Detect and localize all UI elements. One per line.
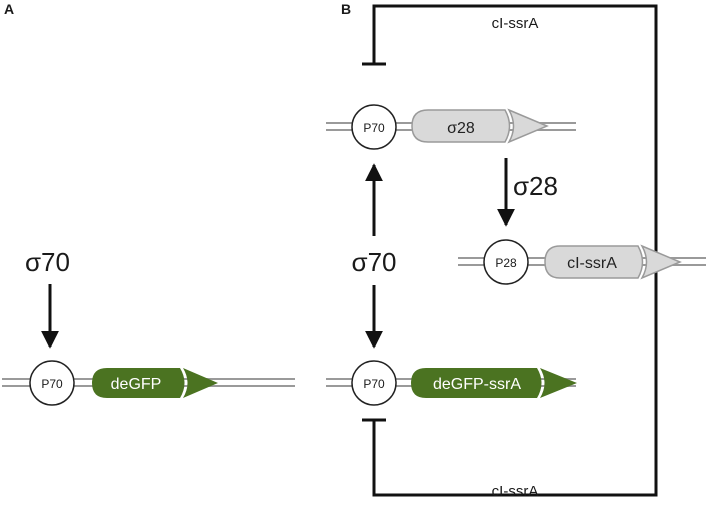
gene-degfp-ssra — [411, 368, 577, 398]
promoter-p28 — [483, 239, 529, 285]
gene-sigma28 — [411, 108, 549, 144]
sigma70-label-b: σ70 — [352, 247, 397, 277]
promoter-p28-label: P28 — [495, 256, 517, 270]
gene-ci-ssra-label: cI-ssrA — [567, 255, 617, 272]
repressor-label-bottom: cI-ssrA — [492, 483, 539, 500]
gene-degfp-ssra-label: deGFP-ssrA — [433, 376, 521, 393]
promoter-p70-b-bottom — [351, 360, 397, 406]
gene-degfp-a-label: deGFP — [111, 376, 162, 393]
promoter-p70-b-top — [351, 104, 397, 150]
promoter-p70-b-bottom-label: P70 — [363, 377, 385, 391]
repression-loop-top — [362, 4, 658, 497]
gene-ci-ssra — [544, 244, 682, 280]
sigma70-label-a: σ70 — [25, 247, 70, 277]
sigma28-label: σ28 — [513, 171, 558, 201]
panel-a-label: A — [4, 1, 14, 17]
gene-sigma28-label: σ28 — [447, 120, 475, 137]
repressor-label-top: cI-ssrA — [492, 15, 539, 32]
promoter-p70-b-top-label: P70 — [363, 121, 385, 135]
gene-degfp-a — [92, 368, 218, 398]
promoter-p70-a-label: P70 — [41, 377, 63, 391]
promoter-p70-a — [29, 360, 75, 406]
panel-b-label: B — [341, 1, 351, 17]
